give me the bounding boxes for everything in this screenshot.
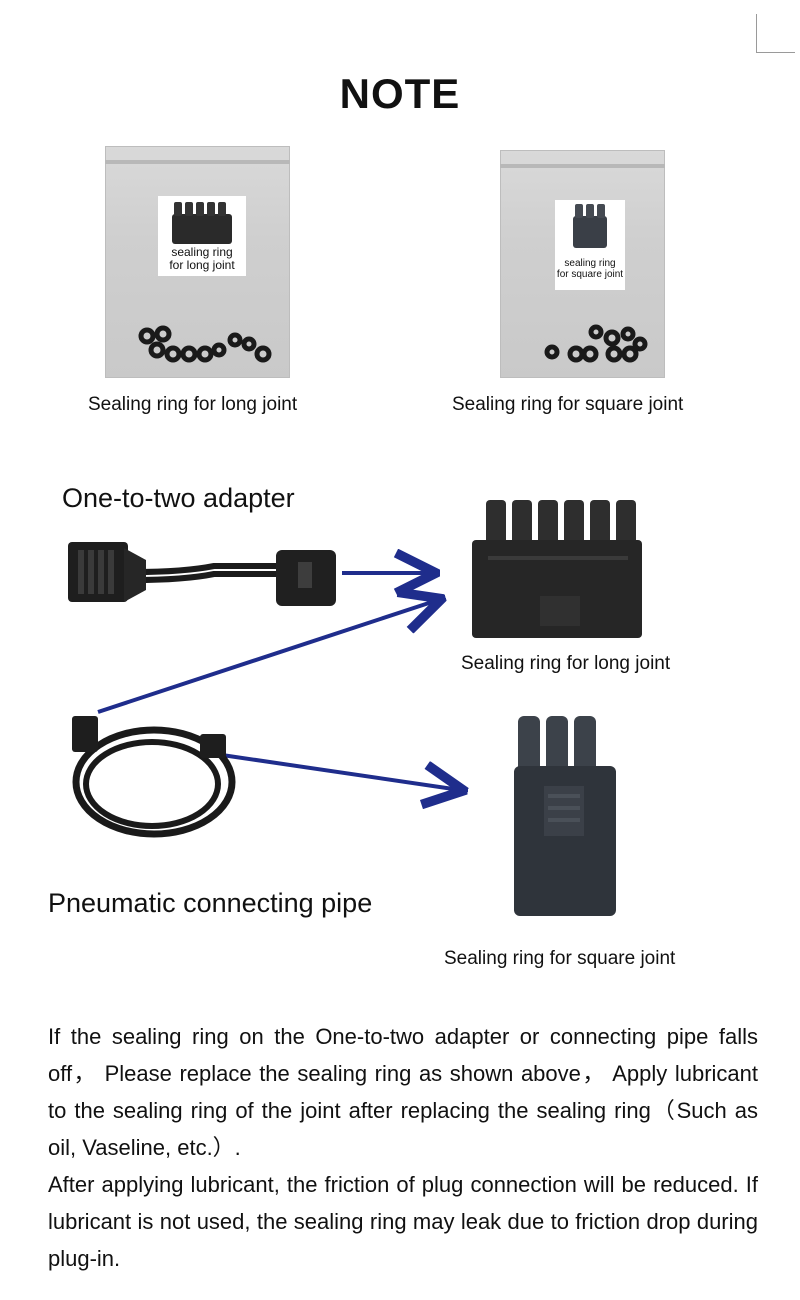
pneumatic-connecting-pipe-image xyxy=(72,716,236,838)
sealing-ring-bag-long-joint-image: sealing ring for long joint xyxy=(105,146,290,378)
bag-card: sealing ring for square joint xyxy=(555,200,625,290)
pipe-label: Pneumatic connecting pipe xyxy=(48,888,373,918)
card-label-line2: for long joint xyxy=(169,258,235,273)
card-label-line1: sealing ring xyxy=(564,258,616,269)
one-to-two-adapter-image xyxy=(68,542,336,606)
page-title: NOTE xyxy=(339,70,461,117)
instruction-text: If the sealing ring on the One-to-two ad… xyxy=(48,1018,758,1277)
bag-zip-seal xyxy=(500,164,665,168)
sealing-ring-bag-square-joint-image: sealing ring for square joint xyxy=(500,150,665,378)
o-rings-icon xyxy=(544,324,648,363)
bag-zip-seal xyxy=(105,160,290,164)
square-joint-connector-image xyxy=(514,716,616,916)
card-label-line2: for square joint xyxy=(556,269,624,280)
card-label-line1: sealing ring xyxy=(171,245,233,259)
long-joint-connector-image xyxy=(472,500,642,638)
o-rings-icon xyxy=(138,325,272,363)
page-corner-mark xyxy=(756,14,795,53)
square-joint-caption: Sealing ring for square joint xyxy=(444,948,676,969)
bag-caption-long-joint: Sealing ring for long joint xyxy=(88,394,298,415)
adapter-label: One-to-two adapter xyxy=(62,483,295,513)
arrow-pipe-to-square-joint xyxy=(221,753,460,790)
instruction-paragraph-1: If the sealing ring on the One-to-two ad… xyxy=(48,1024,758,1160)
bag-card: sealing ring for long joint xyxy=(158,196,246,276)
square-connector-icon xyxy=(573,204,607,248)
bag-caption-square-joint: Sealing ring for square joint xyxy=(452,394,684,415)
long-joint-caption: Sealing ring for long joint xyxy=(461,653,671,674)
instruction-paragraph-2: After applying lubricant, the friction o… xyxy=(48,1172,758,1271)
long-connector-icon xyxy=(172,202,232,244)
diagram-arrows xyxy=(0,0,800,400)
